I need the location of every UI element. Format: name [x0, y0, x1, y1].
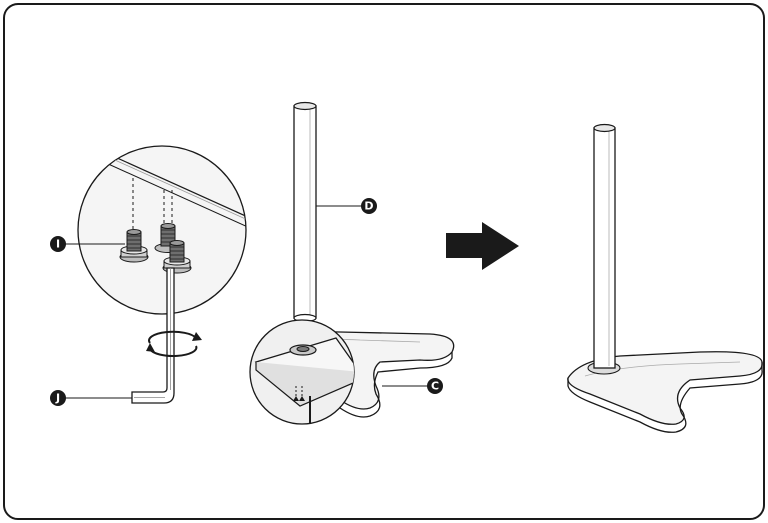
assembled-stand [567, 123, 763, 433]
rotate-arrows-icon [146, 330, 202, 357]
label-c: C [382, 378, 443, 394]
pole-d [293, 101, 317, 342]
label-j-text: J [55, 392, 60, 405]
label-j: J [50, 390, 132, 406]
label-c-text: C [431, 380, 439, 393]
detail-circle-base [249, 319, 355, 425]
label-d-text: D [364, 200, 373, 213]
hex-key [131, 267, 175, 404]
label-i: I [50, 236, 125, 252]
pole-and-base-exploded [249, 101, 455, 425]
screw-i [119, 229, 149, 263]
right-arrow-icon [446, 222, 519, 270]
screw-detail [77, 145, 247, 404]
label-i-text: I [56, 238, 60, 251]
diagram-frame [3, 3, 765, 520]
label-d: D [316, 198, 377, 214]
